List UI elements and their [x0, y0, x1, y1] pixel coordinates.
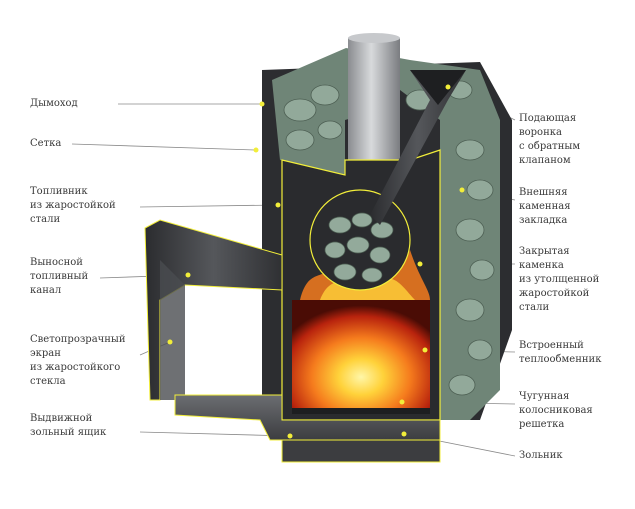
label-glass-screen: Светопрозрачный экран из жаростойкого ст… — [30, 334, 126, 387]
label-chimney: Дымоход — [30, 98, 78, 109]
stone-pile — [272, 48, 500, 420]
label-heat-exchanger: Встроенный теплообменник — [519, 340, 602, 365]
callout-dots — [167, 84, 465, 439]
label-mesh: Сетка — [30, 138, 62, 149]
label-grate: Чугунная колосниковая решетка — [519, 391, 593, 430]
label-ash-pit: Зольник — [519, 450, 563, 461]
ash-pit — [281, 439, 441, 463]
label-firebox: Топливник из жаростойкой стали — [30, 186, 116, 225]
heater-stones — [324, 212, 394, 283]
label-stone-wall: Внешняя каменная закладка — [519, 187, 571, 226]
glass-screen — [160, 260, 185, 400]
chimney-pipe — [348, 38, 400, 164]
funnel — [370, 70, 466, 225]
fire-chamber — [292, 300, 430, 410]
grate — [292, 408, 430, 414]
label-ash-drawer: Выдвижной зольный ящик — [30, 413, 107, 438]
label-enclosed-heater: Закрытая каменка из утолщенной жаростойк… — [519, 246, 600, 313]
label-funnel: Подающая воронка с обратным клапаном — [519, 113, 581, 166]
label-fuel-channel: Выносной топливный канал — [30, 257, 89, 296]
